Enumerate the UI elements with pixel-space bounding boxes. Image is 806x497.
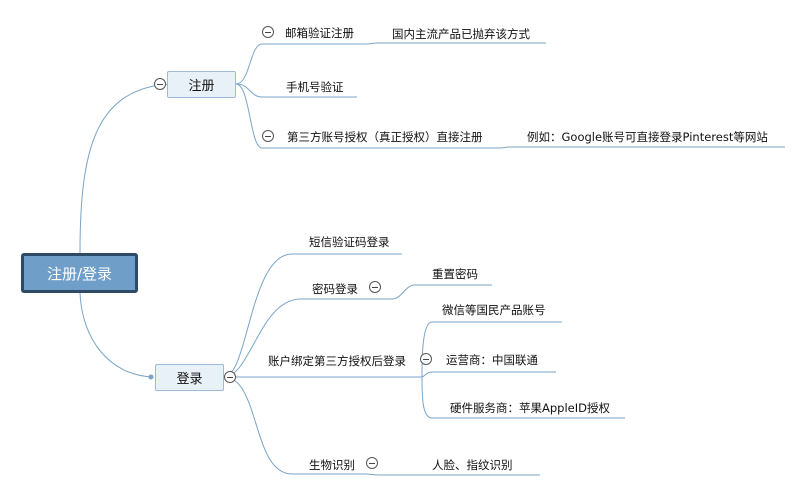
collapse-bind-icon[interactable] (420, 353, 432, 365)
collapse-bio-icon[interactable] (366, 457, 378, 469)
register-node[interactable]: 注册 (167, 71, 236, 98)
collapse-login-icon[interactable] (224, 371, 236, 383)
edge-bind-c2 (421, 371, 556, 378)
edge-root-login (79, 292, 153, 378)
edge-password-reset (391, 284, 492, 300)
collapse-register-icon[interactable] (154, 78, 166, 90)
edge-email-note (364, 42, 546, 45)
face-fingerprint-node[interactable]: 人脸、指纹识别 (432, 458, 513, 472)
apple-id-node[interactable]: 硬件服务商：苹果AppleID授权 (450, 401, 610, 415)
collapse-email-icon[interactable] (262, 26, 274, 38)
edge-third-note (499, 146, 785, 149)
edge-register-third (235, 83, 500, 149)
password-login-node[interactable]: 密码登录 (312, 282, 358, 296)
edge-bind-c3 (421, 376, 625, 419)
wechat-account-node[interactable]: 微信等国民产品账号 (442, 303, 546, 317)
third-party-register-note[interactable]: 例如：Google账号可直接登录Pinterest等网站 (527, 130, 768, 144)
edge-bio-face (363, 473, 540, 476)
carrier-node[interactable]: 运营商：中国联通 (446, 353, 538, 367)
email-register-note[interactable]: 国内主流产品已抛弃该方式 (392, 27, 530, 41)
biometric-login-node[interactable]: 生物识别 (309, 458, 355, 472)
bind-login-node[interactable]: 账户绑定第三方授权后登录 (268, 354, 406, 368)
sms-login-node[interactable]: 短信验证码登录 (309, 235, 390, 249)
collapse-third-party-icon[interactable] (262, 130, 274, 142)
edge-login-bio (223, 376, 364, 475)
reset-password-node[interactable]: 重置密码 (432, 267, 478, 281)
edge-root-register (79, 83, 169, 254)
edge-bind-c1 (421, 321, 562, 378)
root-node[interactable]: 注册/登录 (21, 253, 138, 293)
email-register-node[interactable]: 邮箱验证注册 (285, 26, 354, 40)
third-party-register-node[interactable]: 第三方账号授权（真正授权）直接注册 (287, 130, 483, 144)
branch-dot (148, 374, 154, 380)
edge-register-email (235, 43, 365, 85)
login-node[interactable]: 登录 (155, 364, 224, 391)
collapse-password-icon[interactable] (369, 281, 381, 293)
phone-verify-node[interactable]: 手机号验证 (286, 80, 344, 94)
edge-register-phone (235, 83, 357, 98)
